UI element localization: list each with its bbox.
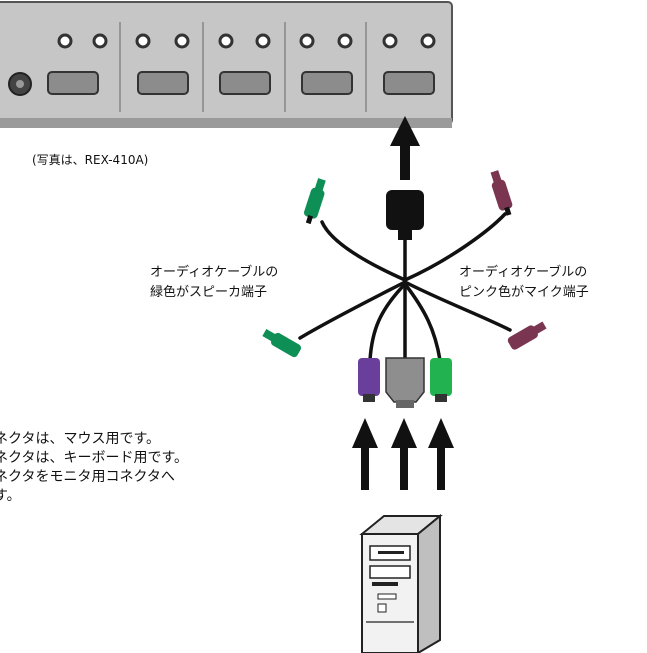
audio-green-label-line-2: 緑色がスピーカ端子 <box>150 285 268 300</box>
kvm-switch-rear-panel <box>0 1 453 128</box>
audio-plug-green-upper <box>303 178 326 225</box>
audio-pink-label: オーディオケーブルの ピンク色がマイク端子 <box>459 263 589 303</box>
instruction-line-2: ネクタは、キーボード用です。 <box>0 450 189 466</box>
audio-plug-pink-lower <box>507 321 547 350</box>
audio-green-label-line-1: オーディオケーブルの <box>150 265 279 280</box>
audio-plug-green-lower <box>262 329 302 358</box>
pc-tower-icon <box>359 513 443 653</box>
arrows-from-pc <box>352 418 454 490</box>
ps2-connector-green <box>430 358 452 402</box>
audio-plug-pink-upper <box>490 170 513 216</box>
instruction-line-1: ネクタは、マウス用です。 <box>0 431 161 447</box>
audio-pink-label-line-1: オーディオケーブルの <box>459 265 588 280</box>
audio-green-label: オーディオケーブルの 緑色がスピーカ端子 <box>150 263 278 303</box>
ps2-connector-purple <box>358 358 380 402</box>
vga-connector-gray <box>385 357 425 408</box>
photo-caption: (写真は、REX-410A) <box>32 153 149 167</box>
instruction-line-3: ネクタをモニタ用コネクタへ <box>0 469 175 485</box>
arrow-to-switch <box>390 116 420 180</box>
instruction-line-4: す。 <box>0 488 21 504</box>
vga-connector-black <box>386 190 424 240</box>
kvm-cable <box>298 212 512 362</box>
connector-instructions: ネクタは、マウス用です。 ネクタは、キーボード用です。 ネクタをモニタ用コネクタ… <box>0 430 188 506</box>
audio-pink-label-line-2: ピンク色がマイク端子 <box>459 285 589 300</box>
